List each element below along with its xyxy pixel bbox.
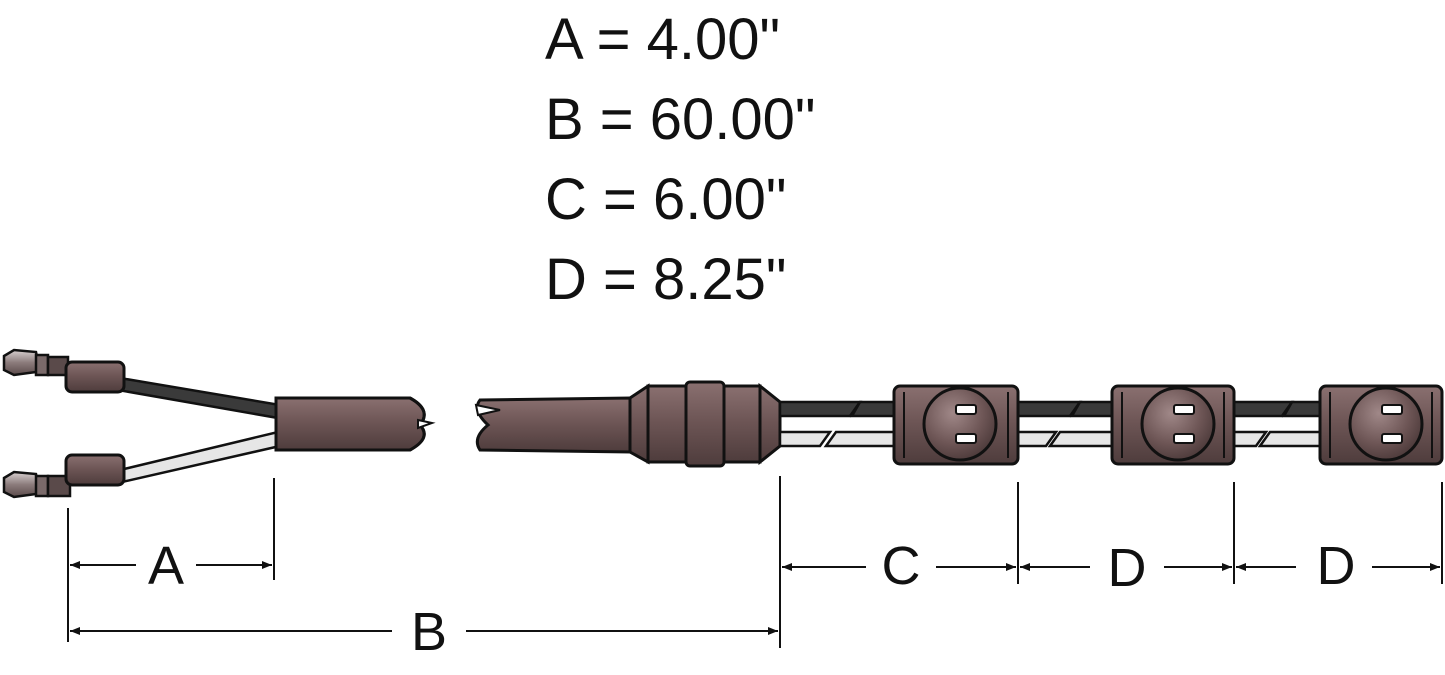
socket-1 xyxy=(892,384,1020,466)
socket-2 xyxy=(1110,384,1236,466)
spec-list: A = 4.00" B = 60.00" C = 6.00" D = 8.25" xyxy=(545,0,965,320)
cable-segment-right xyxy=(474,380,782,468)
dimension-label-d1: D xyxy=(1108,538,1147,598)
dimension-arrows xyxy=(70,561,1440,635)
spec-b: B = 60.00" xyxy=(545,87,816,152)
dimension-label-b: B xyxy=(411,602,447,662)
lower-terminal xyxy=(2,453,126,499)
twin-lead xyxy=(778,400,1322,448)
black-wire xyxy=(116,376,282,420)
white-wire xyxy=(118,430,282,484)
dimension-label-d2: D xyxy=(1317,536,1356,596)
dimension-lines xyxy=(67,476,1443,648)
spec-a: A = 4.00" xyxy=(545,7,781,72)
spec-c: C = 6.00" xyxy=(545,167,787,232)
upper-terminal xyxy=(2,348,126,394)
socket-3 xyxy=(1318,384,1444,466)
left-wire-ends xyxy=(2,348,282,499)
spec-d: D = 8.25" xyxy=(545,247,787,312)
cable-segment-left xyxy=(274,396,436,452)
dimension-label-c: C xyxy=(882,536,921,596)
dimension-label-a: A xyxy=(148,536,184,596)
